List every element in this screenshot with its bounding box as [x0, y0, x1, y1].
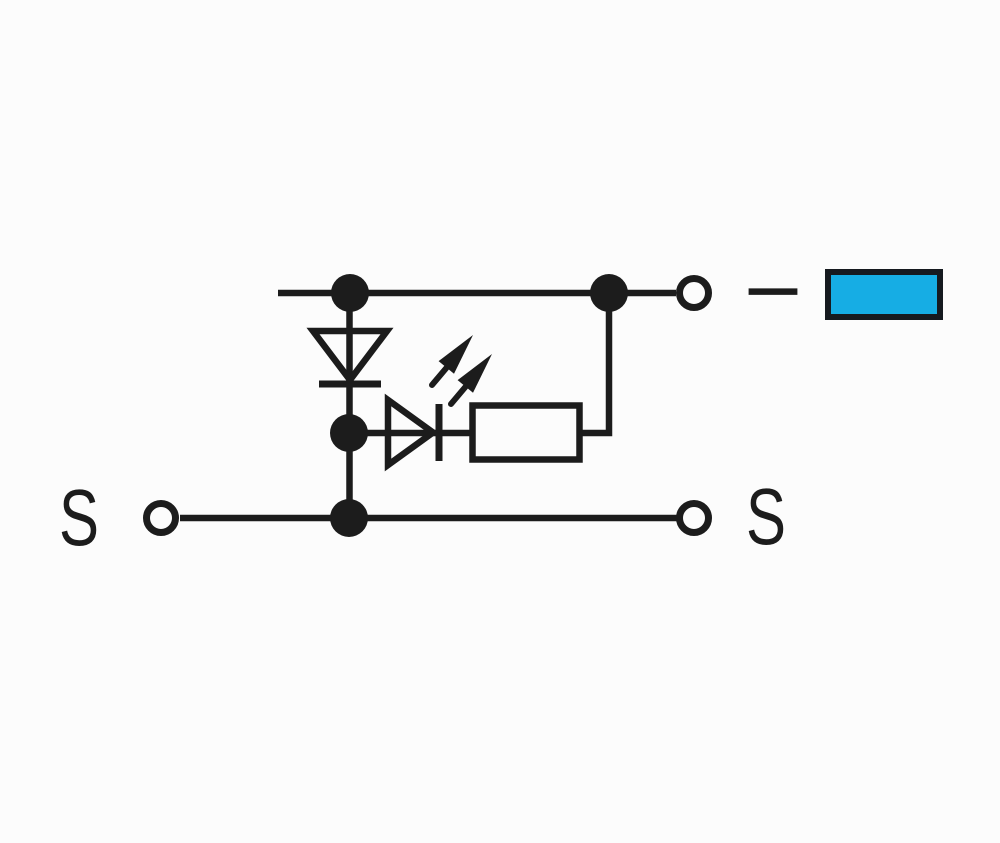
led-light-arrow [448, 354, 492, 407]
terminal-open-circle-top [676, 275, 712, 311]
led-icon [384, 335, 492, 472]
feedback-wire [580, 293, 613, 437]
arrow-tail [429, 363, 451, 388]
led-light-arrow [429, 335, 473, 388]
arrow-head [457, 354, 492, 393]
junction-dot [590, 274, 628, 312]
diode-triangle [306, 327, 394, 386]
diode-icon [306, 327, 394, 388]
junction-dot [330, 414, 368, 452]
junction-dot [331, 274, 369, 312]
terminal-open-circle-left [143, 500, 179, 536]
blue-terminal-marker [825, 269, 943, 320]
left-terminal-label: S [59, 473, 99, 562]
arrow-tail [448, 382, 470, 407]
terminal-open-circle-right [676, 500, 712, 536]
arrow-head [438, 335, 473, 374]
led-triangle [384, 393, 439, 472]
bottom-rail [143, 500, 712, 536]
minus-sign: − [740, 245, 805, 335]
resistor-icon [469, 402, 583, 463]
right-terminal-label: S [746, 472, 786, 561]
